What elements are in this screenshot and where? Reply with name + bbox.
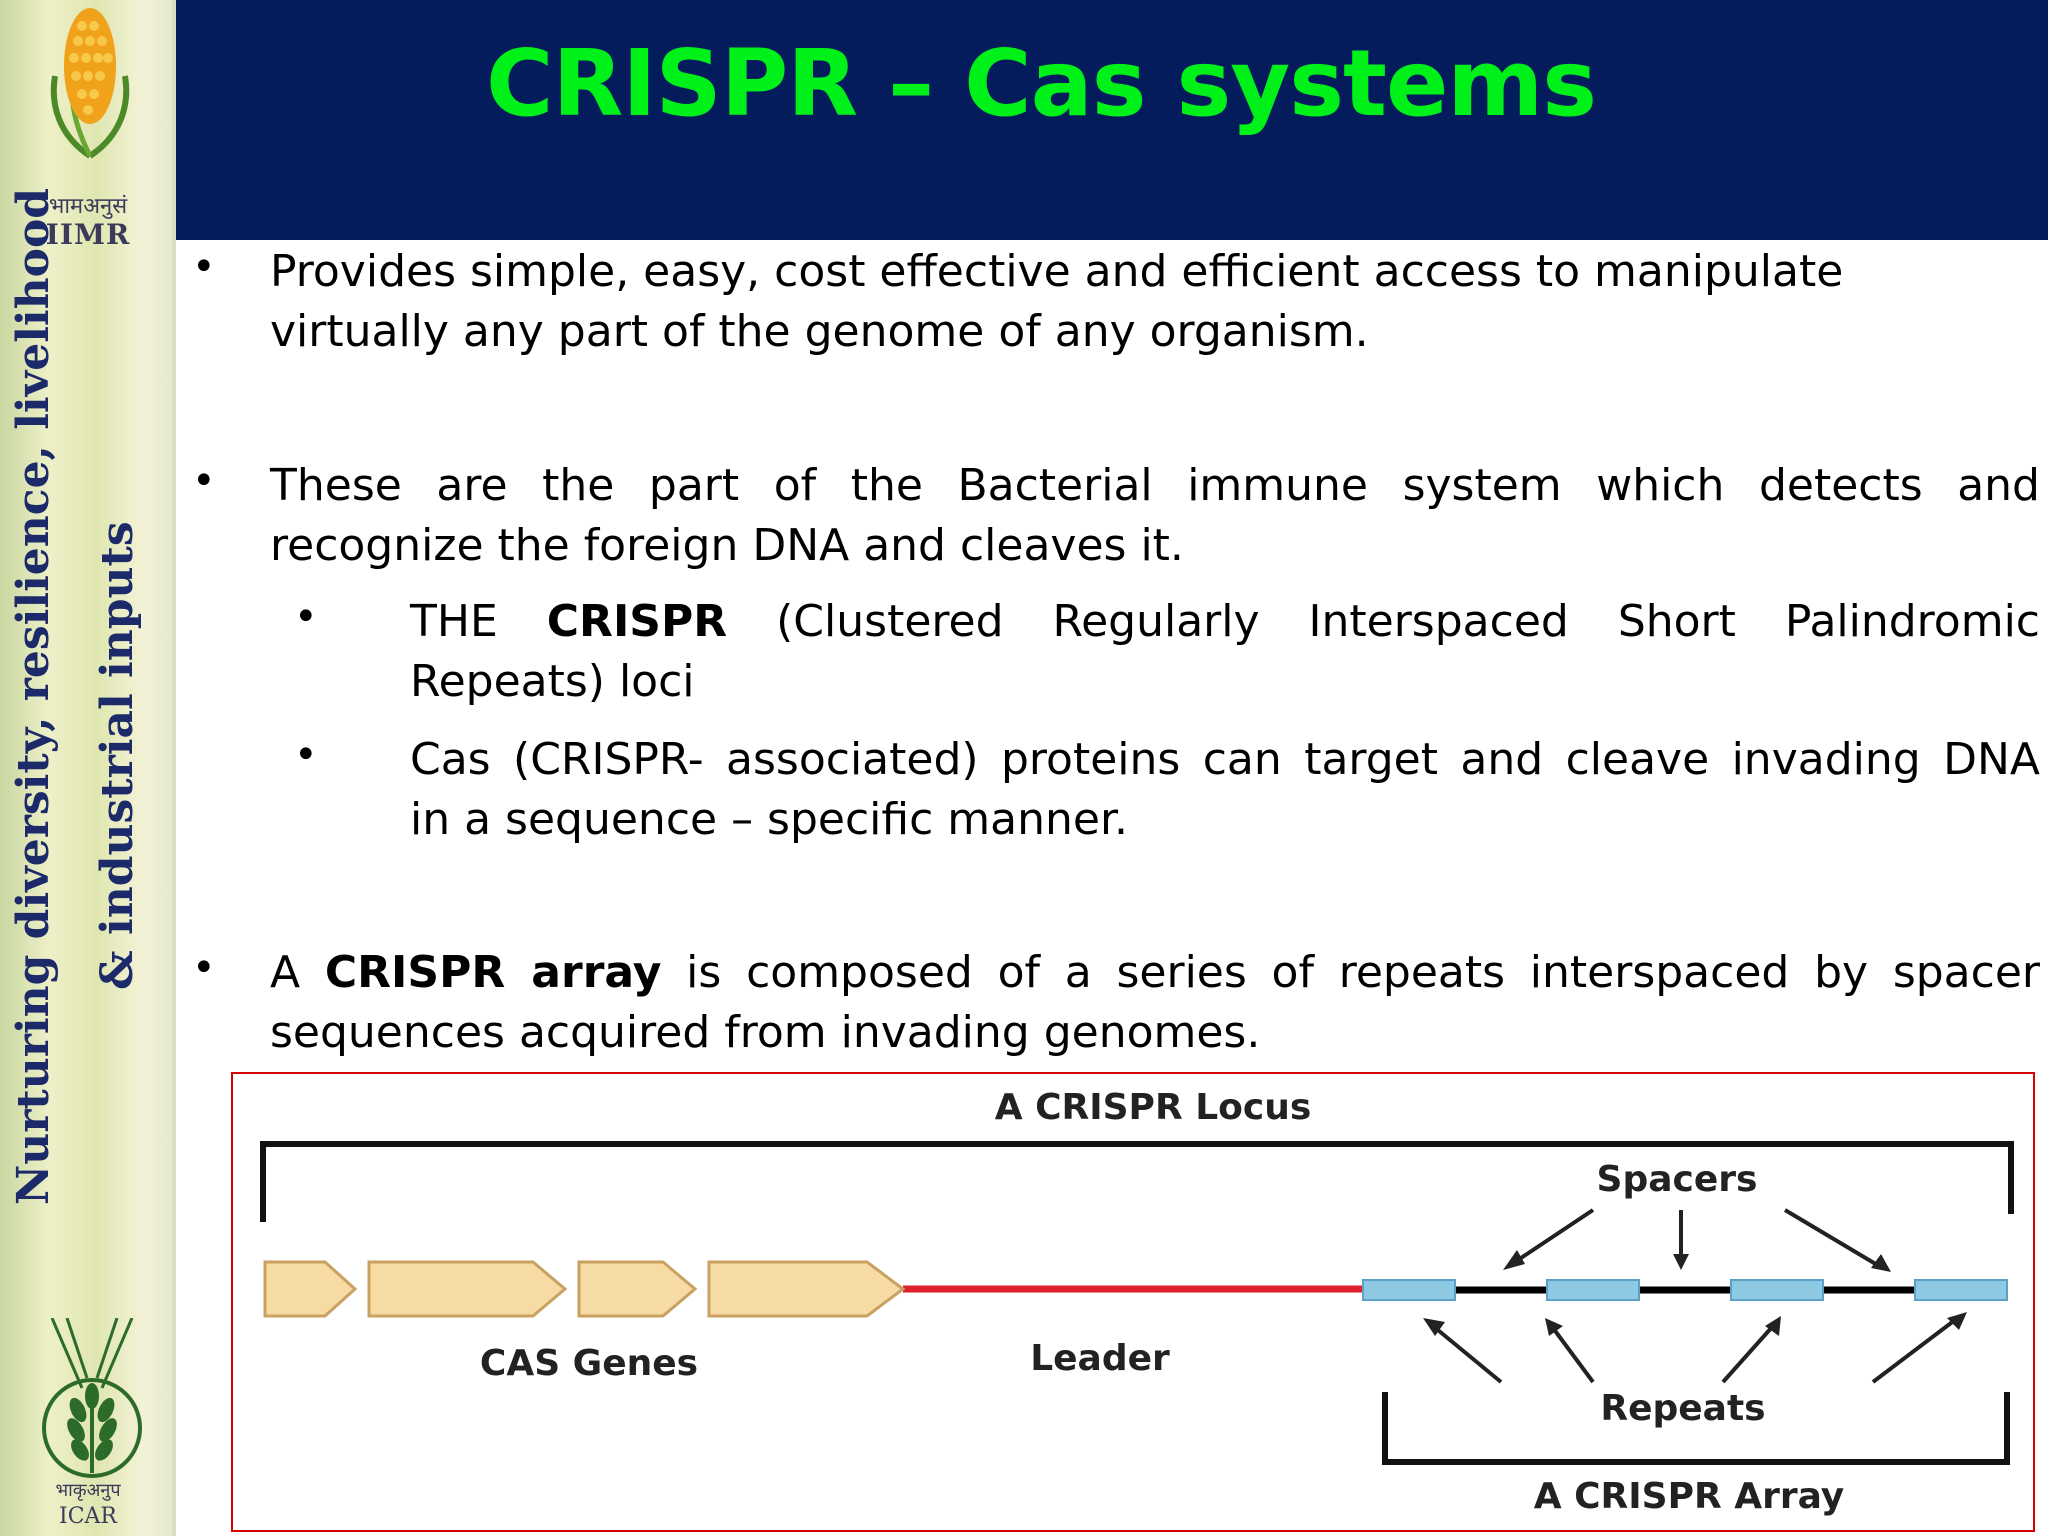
crispr-locus-diagram: A CRISPR Locus Spacers CAS Genes Leader … [231, 1072, 2035, 1532]
spacer-segment [1546, 1279, 1640, 1301]
icar-label: ICAR [59, 1504, 117, 1529]
sub-bullet-2-line-1: Cas (CRISPR- associated) proteins can ta… [410, 734, 2040, 785]
sub-bullet-1-bold: CRISPR [546, 596, 728, 647]
spacers [1362, 1279, 2008, 1301]
bullet-3-rest: is composed of a series of repeats inter… [661, 947, 2040, 998]
arrowhead-icon [1871, 1254, 1891, 1272]
sub-bullet-1-rest: (Clustered Regularly Interspaced Short P… [727, 596, 2040, 647]
spacer-arrows [1513, 1208, 1881, 1268]
bullet-dot: • [192, 945, 216, 991]
spacers-label: Spacers [1597, 1159, 1758, 1200]
bullet-dot: • [192, 458, 216, 504]
array-bracket [1382, 1392, 2010, 1465]
sub-bullet-1: THE CRISPR (Clustered Regularly Interspa… [410, 592, 2040, 712]
sub-bullet-1-line-2: Repeats) loci [410, 656, 695, 707]
bullet-2-line-2: recognize the foreign DNA and cleaves it… [270, 520, 1184, 571]
locus-bracket [260, 1141, 2014, 1222]
bullet-3-line-2: sequences acquired from invading genomes… [270, 1007, 1261, 1058]
sub-bullet-2-line-2: in a sequence – specific manner. [410, 794, 1128, 845]
spacer-segment [1914, 1279, 2008, 1301]
leader-label: Leader [1030, 1338, 1170, 1379]
arrowhead-icon [1423, 1318, 1445, 1336]
bullet-1: Provides simple, easy, cost effective an… [270, 242, 2040, 362]
arrowhead-icon [1673, 1254, 1689, 1270]
sub-bullet-1-line-1: THE CRISPR (Clustered Regularly Interspa… [410, 592, 2040, 652]
title-bar [176, 0, 2048, 240]
tagline-line1: Nurturing diversity, resilience, livelih… [8, 187, 59, 1205]
array-label: A CRISPR Array [1534, 1476, 1845, 1517]
cas-gene-arrow [367, 1260, 568, 1318]
sub-bullet-2: Cas (CRISPR- associated) proteins can ta… [410, 730, 2040, 850]
arrowhead-icon [1545, 1318, 1563, 1336]
crispr-diagram-svg: A CRISPR Locus Spacers CAS Genes Leader … [260, 1087, 2014, 1517]
iimr-hindi-label: भामअनुसं [48, 194, 128, 219]
repeat-arrows [1431, 1318, 1957, 1384]
bullet-dot: • [192, 244, 216, 290]
slide-title: CRISPR – Cas systems [485, 30, 1597, 137]
repeats-label: Repeats [1600, 1388, 1765, 1429]
cas-genes-label: CAS Genes [480, 1343, 698, 1384]
bullet-3-pre: A [270, 947, 325, 998]
cas-gene-arrow [707, 1260, 906, 1318]
sub-bullet-dot: • [294, 732, 318, 778]
arrowhead-icon [1503, 1250, 1525, 1270]
icar-logo-icon [42, 1318, 142, 1478]
sub-bullet-1-pre: THE [410, 596, 547, 647]
cas-gene-arrow [577, 1260, 698, 1318]
arrowhead-icon [1947, 1312, 1967, 1330]
bullet-3-bold: CRISPR array [324, 947, 662, 998]
sub-bullet-dot: • [294, 594, 318, 640]
arrowhead-icon [1765, 1316, 1781, 1336]
cas-gene-arrow [263, 1260, 358, 1318]
corn-logo-icon [50, 8, 130, 159]
bullet-3-line-1: A CRISPR array is composed of a series o… [270, 943, 2040, 1003]
tagline-line2: & industrial inputs [92, 521, 143, 990]
bullet-1-line-2: virtually any part of the genome of any … [270, 306, 1369, 357]
cas-genes [263, 1260, 906, 1318]
spacer-segment [1362, 1279, 1456, 1301]
bullet-2-line-1: These are the part of the Bacterial immu… [270, 460, 2040, 511]
icar-hindi-label: भाकृअनुप [55, 1480, 121, 1501]
iimr-label: IIMR [45, 218, 131, 251]
sidebar: भामअनुसं IIMR Nurturing diversity, resil… [0, 0, 176, 1536]
locus-label: A CRISPR Locus [995, 1087, 1312, 1128]
bullet-2: These are the part of the Bacterial immu… [270, 456, 2040, 576]
bullet-1-line-1: Provides simple, easy, cost effective an… [270, 246, 1844, 297]
bullet-3: A CRISPR array is composed of a series o… [270, 943, 2040, 1063]
spacer-segment [1730, 1279, 1824, 1301]
